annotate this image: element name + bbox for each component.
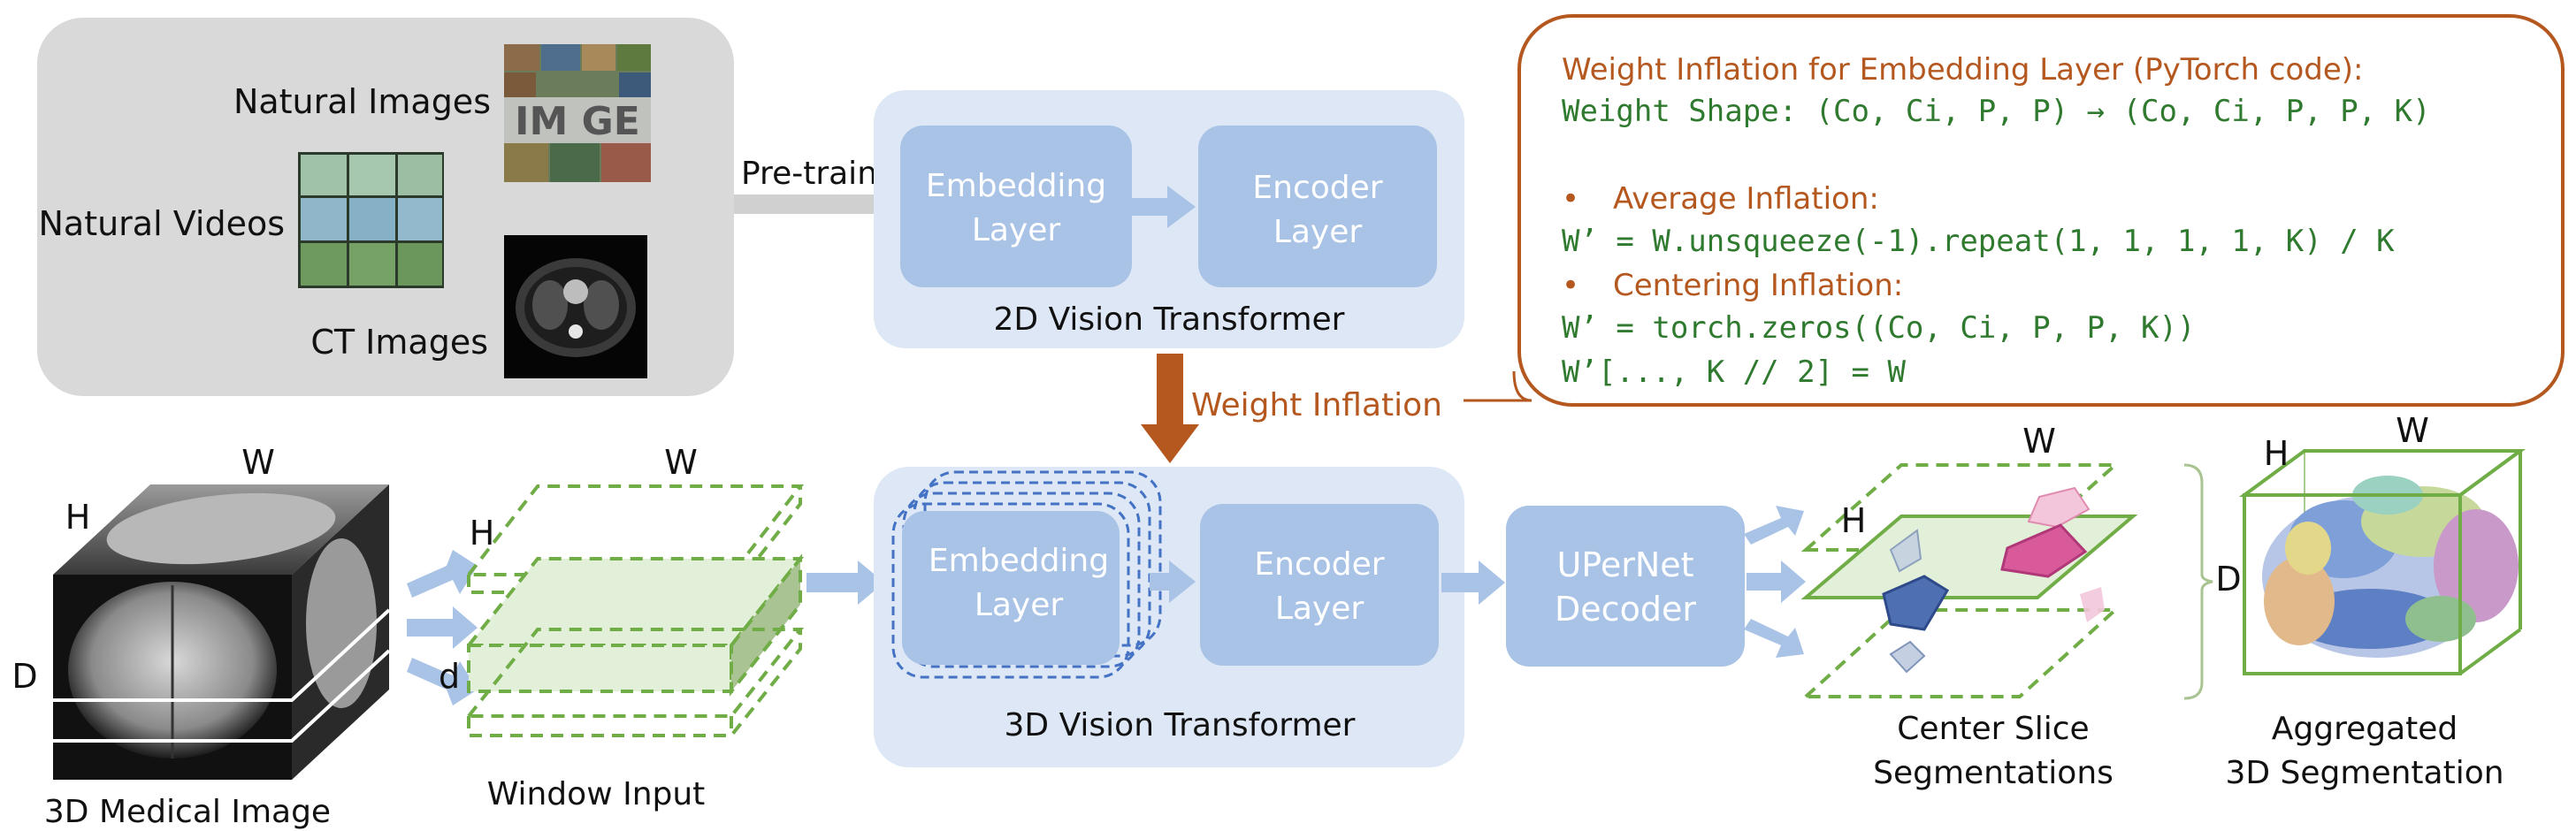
vit3d-title: 3D Vision Transformer <box>1005 707 1356 743</box>
ct-thumbnail <box>504 235 647 378</box>
medical-image-cube: W H D 3D Medical Image <box>11 443 391 830</box>
medical-caption: 3D Medical Image <box>44 794 331 830</box>
decoder-block: UPerNet Decoder <box>1506 506 1745 667</box>
vit2d-encoder-line1: Encoder <box>1252 170 1382 206</box>
window-w-label: W <box>664 443 698 482</box>
vit3d-encoder-line1: Encoder <box>1254 546 1384 583</box>
window-d-label: d <box>439 657 460 696</box>
center-slice-stack <box>1800 463 2213 700</box>
code-box-title: Weight Inflation for Embedding Layer (Py… <box>1562 52 2364 88</box>
window-h-label: H <box>470 514 495 553</box>
code-shape-line: Weight Shape: (Co, Ci, P, P) → (Co, Ci, … <box>1562 94 2431 129</box>
pretrain-data-panel: Natural Images Natural Videos CT Images … <box>37 18 734 396</box>
vit2d-title: 2D Vision Transformer <box>994 301 1345 338</box>
average-code: W’ = W.unsqueeze(-1).repeat(1, 1, 1, 1, … <box>1562 224 2395 259</box>
slice-h-label: H <box>1841 501 1867 540</box>
aggregated-caption-line2: 3D Segmentation <box>2225 755 2503 791</box>
vit3d-embedding-block <box>902 511 1120 665</box>
vit2d-embedding-line2: Layer <box>972 212 1061 248</box>
aggregated-w-label: W <box>2396 411 2429 450</box>
center-slice-labels: W H D Center Slice Segmentations <box>1841 422 2242 791</box>
decoder-line1: UPerNet <box>1556 545 1693 584</box>
vit3d-embedding-dashed-frame-3 <box>902 492 1141 668</box>
aggregated-h-label: H <box>2264 434 2289 473</box>
imagenet-logo-text: IM GE <box>515 99 640 144</box>
vit3d-encoder-line2: Layer <box>1275 591 1364 627</box>
vit2d-encoder-line2: Layer <box>1273 214 1363 250</box>
vit3d-embedding-line1: Embedding <box>929 543 1109 579</box>
weight-inflation-arrow: Weight Inflation <box>1141 354 1533 463</box>
vit2d-embedding-block <box>900 126 1132 287</box>
inflation-connector-curve <box>1512 370 1533 402</box>
slice-caption-line2: Segmentations <box>1873 755 2114 791</box>
seg-blob-pink-mid <box>2000 523 2088 578</box>
centering-title: Centering Inflation: <box>1613 268 1903 303</box>
vit2d-embedding-line1: Embedding <box>926 168 1106 204</box>
vit3d-to-decoder-arrow <box>1441 560 1505 605</box>
decoder-line2: Decoder <box>1555 590 1696 629</box>
vit3d-embedding-line2: Layer <box>975 587 1064 623</box>
ct-images-label: CT Images <box>310 323 488 362</box>
window-caption: Window Input <box>487 776 706 812</box>
vit3d-embed-to-encoder-arrow <box>1150 573 1173 591</box>
slice-w-label: W <box>2022 422 2056 461</box>
slice-d-label: D <box>2215 560 2241 598</box>
pretrain-label: Pre-train <box>741 156 877 192</box>
seg-blob-blue-top <box>1889 529 1922 573</box>
vit2d-panel: Embedding Layer Encoder Layer 2D Vision … <box>874 90 1464 348</box>
average-bullet: • <box>1562 181 1579 217</box>
cube-to-window-arrows <box>407 550 478 705</box>
medical-h-label: H <box>65 498 91 537</box>
seg-blob-pink-top <box>2027 486 2091 529</box>
natural-videos-label: Natural Videos <box>38 204 285 243</box>
centering-code-line1: W’ = torch.zeros((Co, Ci, P, P, K)) <box>1562 310 2195 346</box>
seg-blob-pink-bottom <box>2080 587 2105 622</box>
aggregated-labels: W H Aggregated 3D Segmentation <box>2225 411 2503 791</box>
vit2d-embed-to-encoder-arrow <box>1132 198 1169 216</box>
window-input-stack <box>464 484 805 737</box>
natural-videos-thumbnail <box>298 152 444 288</box>
vit3d-embedding-dashed-frame-4 <box>891 502 1130 679</box>
aggregated-segmentation <box>2238 449 2526 675</box>
medical-d-label: D <box>11 657 37 696</box>
window-to-vit3d-arrow <box>806 560 884 605</box>
slice-bracket <box>2183 463 2213 700</box>
vit2d-encoder-block <box>1198 126 1437 287</box>
seg-blob-blue-mid <box>1882 575 1950 631</box>
slice-caption-line1: Center Slice <box>1897 711 2089 747</box>
centering-bullet: • <box>1562 268 1579 303</box>
decoder-to-slices-arrows <box>1744 506 1806 658</box>
seg-blob-blue-bottom <box>1889 640 1926 674</box>
code-box: Weight Inflation for Embedding Layer (Py… <box>1517 14 2565 407</box>
vit3d-panel: Embedding Layer Encoder Layer 3D Vision … <box>874 467 1464 767</box>
average-title: Average Inflation: <box>1613 181 1879 217</box>
aggregated-caption-line1: Aggregated <box>2272 711 2458 747</box>
imagenet-thumbnail: IM GE <box>504 44 651 182</box>
natural-images-label: Natural Images <box>233 82 491 121</box>
vit3d-encoder-block <box>1200 504 1439 666</box>
centering-code-line2: W’[..., K // 2] = W <box>1562 355 1906 390</box>
medical-w-label: W <box>241 443 275 482</box>
window-input-labels: W H d Window Input <box>439 443 705 812</box>
weight-inflation-label: Weight Inflation <box>1191 387 1442 423</box>
